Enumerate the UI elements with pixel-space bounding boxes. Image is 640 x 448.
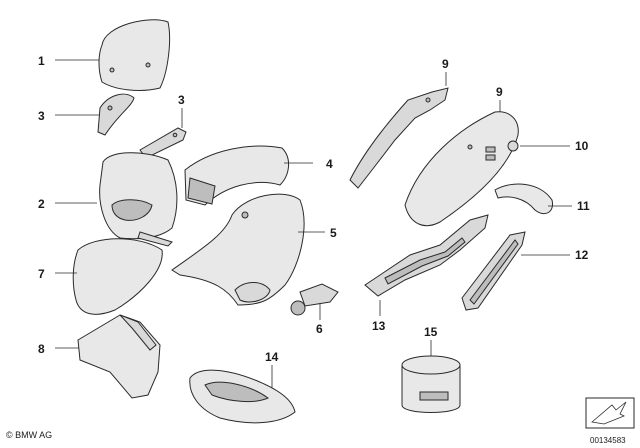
callout-5[interactable]: 5 (330, 226, 337, 240)
callout-14[interactable]: 14 (265, 350, 279, 364)
part-3-bracket-left[interactable] (97, 93, 135, 136)
part-8-inner-fender[interactable] (77, 314, 161, 399)
part-9-upper-bracket[interactable] (349, 87, 449, 189)
part-7-front-fender[interactable] (72, 238, 163, 315)
callout-10[interactable]: 10 (575, 139, 589, 153)
drawing-number: 00134583 (590, 436, 626, 445)
part-10-grommet[interactable] (507, 140, 519, 152)
part-11-small-cover[interactable] (494, 183, 554, 215)
part-5-side-panel[interactable] (171, 193, 305, 306)
callout-2[interactable]: 2 (38, 197, 45, 211)
callout-6[interactable]: 6 (316, 322, 323, 336)
brand-label: BMW AG (15, 430, 53, 440)
callout-15[interactable]: 15 (424, 325, 438, 339)
part-14-bottom-pan[interactable] (189, 369, 296, 424)
part-13-frame-bracket[interactable] (364, 214, 489, 297)
part-2-front-fairing[interactable] (99, 152, 178, 247)
callout-13[interactable]: 13 (372, 319, 386, 333)
callout-9-upper[interactable]: 9 (442, 57, 449, 71)
part-6-mount[interactable] (290, 283, 339, 316)
callout-9-lower[interactable]: 9 (496, 85, 503, 99)
callout-7[interactable]: 7 (38, 267, 45, 281)
callout-1[interactable]: 1 (38, 54, 45, 68)
part-12-rail[interactable] (461, 231, 526, 311)
callout-4[interactable]: 4 (326, 157, 333, 171)
callout-11[interactable]: 11 (577, 199, 590, 213)
callout-8[interactable]: 8 (38, 342, 45, 356)
orientation-marker-icon (585, 397, 635, 429)
part-9-tail-cover[interactable] (404, 111, 519, 227)
copyright: © BMW AG (6, 430, 52, 440)
part-1-windshield[interactable] (98, 19, 171, 91)
copyright-icon: © (6, 430, 13, 440)
callout-3-left[interactable]: 3 (38, 109, 45, 123)
part-15-container[interactable] (401, 355, 461, 413)
callout-3-right[interactable]: 3 (178, 93, 185, 107)
callout-12[interactable]: 12 (575, 248, 589, 262)
part-4-rear-cover[interactable] (184, 145, 289, 206)
